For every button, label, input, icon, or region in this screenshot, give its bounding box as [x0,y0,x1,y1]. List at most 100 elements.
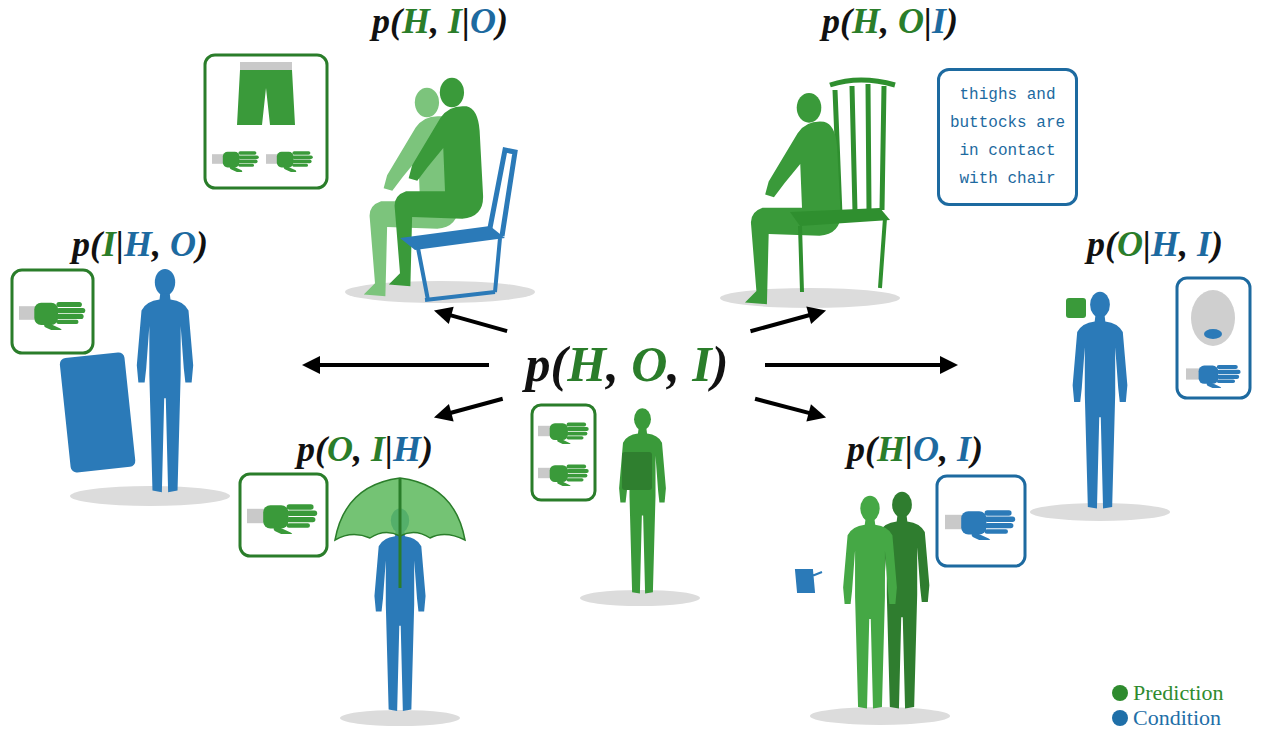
formula-glyph: ) [496,1,508,41]
arrow-line [447,399,502,414]
formula-glyph: I [1197,224,1211,264]
legend: PredictionCondition [1112,680,1223,730]
condition-text-box: thighs and buttocks are in contact with … [937,68,1078,206]
formula-glyph: O [913,429,939,469]
legend-swatch [1112,685,1128,701]
formula-glyph [948,429,957,469]
arrow-line [750,314,812,331]
formula-glyph: ) [196,224,208,264]
formula-glyph: I [932,1,946,41]
arrow-line [447,314,507,331]
formula-glyph: ( [1105,224,1117,264]
formula-glyph: , [880,1,889,41]
formula-glyph: | [462,1,470,41]
formula-glyph: H [877,429,905,469]
formula-glyph [889,1,898,41]
formula-glyph: | [1143,224,1151,264]
legend-label: Condition [1133,707,1221,729]
tr-scene [720,80,900,308]
formula-glyph: O [327,429,353,469]
formula-glyph [680,336,693,392]
formula-glyph: O [898,1,924,41]
arrow-line [755,399,812,414]
formula-glyph: p [372,1,390,41]
formula-glyph: p [72,224,90,264]
formula-glyph [1188,224,1197,264]
distribution-panel: p(O|H, I) [960,222,1257,517]
formula-glyph: p [847,429,865,469]
distribution-formula: p(I|H, O) [72,224,208,265]
arrow-head [434,404,454,421]
formula-glyph: , [939,429,948,469]
arrow-head [940,356,958,374]
formula-glyph: | [385,429,393,469]
arrow-connector [765,356,958,374]
formula-glyph [439,1,448,41]
formula-glyph: ) [1211,224,1223,264]
formula-glyph: ( [840,1,852,41]
formula-glyph: ( [551,336,568,392]
legend-row: Condition [1112,705,1223,730]
condition-text: thighs and buttocks are in contact with … [946,81,1069,193]
formula-glyph: p [526,336,551,392]
distribution-panel: p(O, I|H) [235,418,470,728]
formula-glyph: O [1117,224,1143,264]
formula-glyph: ) [712,336,729,392]
r-scene [1030,278,1250,521]
formula-glyph: I [371,429,385,469]
br-scene [796,476,1025,725]
arrow-head [302,356,320,374]
arrow-head [806,404,826,421]
tl-scene [205,55,535,303]
formula-glyph: O [631,336,667,392]
arrow-line [765,363,944,367]
formula-glyph: ) [971,429,983,469]
arrow-connector [434,399,503,422]
arrow-connector [755,399,826,422]
formula-glyph: H [402,1,430,41]
legend-swatch [1112,710,1128,726]
formula-glyph: H [124,224,152,264]
arrow-line [316,363,489,367]
distribution-formula: p(H, O|I) [822,1,958,42]
arrow-connector [302,356,489,374]
distribution-formula: p(H, O, I) [526,336,729,394]
arrow-head [434,307,454,324]
formula-glyph: , [606,336,619,392]
formula-glyph: ( [315,429,327,469]
distribution-panel: p(H, O, I) [492,332,762,398]
formula-glyph: I [102,224,116,264]
formula-glyph: | [924,1,932,41]
formula-glyph: ( [90,224,102,264]
formula-glyph: H [852,1,880,41]
distribution-panel: p(H, O|I) thighs and buttocks are in cont… [700,0,1090,310]
formula-glyph: ) [946,1,958,41]
formula-glyph [161,224,170,264]
legend-label: Prediction [1133,682,1223,704]
formula-glyph: H [393,429,421,469]
formula-glyph: I [448,1,462,41]
formula-glyph: ) [421,429,433,469]
distribution-panel: p(H|O, I) [780,418,1035,728]
legend-row: Prediction [1112,680,1223,705]
arrow-connector [750,307,826,332]
formula-glyph: , [1179,224,1188,264]
formula-glyph: H [1151,224,1179,264]
formula-glyph: O [470,1,496,41]
formula-glyph: , [353,429,362,469]
formula-glyph: ( [390,1,402,41]
formula-glyph: , [430,1,439,41]
formula-glyph: I [957,429,971,469]
formula-glyph: | [116,224,124,264]
c-scene [532,405,700,606]
formula-glyph: O [170,224,196,264]
distribution-panel: p(H, I|O) [200,0,530,310]
distribution-formula: p(H, I|O) [372,1,508,42]
formula-glyph: , [667,336,680,392]
distribution-formula: p(O, I|H) [297,429,433,470]
formula-glyph: H [567,336,606,392]
distribution-formula: p(O|H, I) [1087,224,1223,265]
formula-glyph: p [822,1,840,41]
formula-glyph: p [1087,224,1105,264]
formula-glyph: , [152,224,161,264]
